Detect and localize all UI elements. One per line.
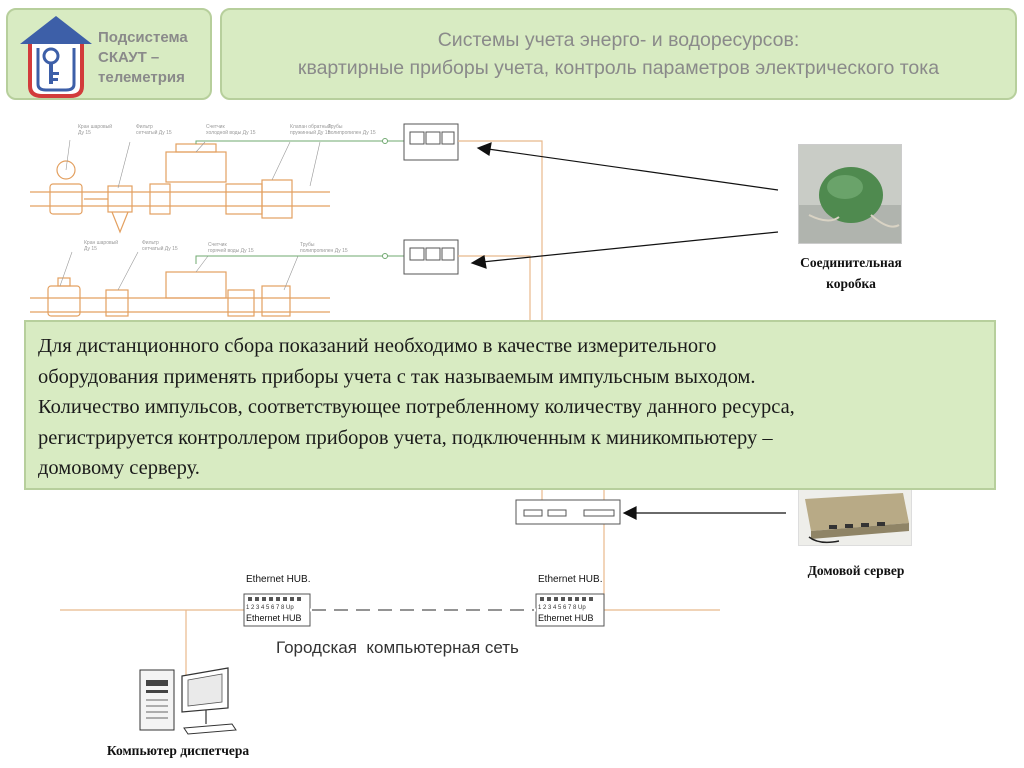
info-line-5: домовому серверу. <box>38 457 200 479</box>
svg-text:Трубы: Трубы <box>300 242 315 248</box>
logo-line-3: телеметрия <box>98 69 185 86</box>
hub-label-right: Ethernet HUB <box>538 613 594 623</box>
info-line-2: оборудования применять приборы учета с т… <box>38 365 756 388</box>
logo-line-1: Подсистема <box>98 29 188 46</box>
ethernet-hub-left <box>243 593 311 627</box>
svg-text:Счетчик: Счетчик <box>206 124 225 130</box>
slide-title: Системы учета энерго- и водоресурсов: кв… <box>220 8 1017 100</box>
leader-lines-1 <box>65 139 321 189</box>
junction-box-2 <box>403 239 459 275</box>
hub-caption-right: Ethernet HUB. <box>538 574 602 585</box>
hub-label-left: Ethernet HUB <box>246 613 302 623</box>
svg-text:сетчатый Ду 15: сетчатый Ду 15 <box>136 129 172 136</box>
svg-text:полипропилен Ду 15: полипропилен Ду 15 <box>328 130 376 136</box>
dispatcher-computer-icon <box>139 667 237 735</box>
hub-caption-left: Ethernet HUB. <box>246 574 310 585</box>
arrows-junction-box <box>470 142 779 269</box>
svg-text:полипропилен Ду 15: полипропилен Ду 15 <box>300 248 348 254</box>
svg-text:холодной воды Ду 15: холодной воды Ду 15 <box>206 129 256 136</box>
house-server-photo <box>798 488 912 546</box>
logo-line-2: СКАУТ – <box>98 49 160 66</box>
svg-text:Трубы: Трубы <box>328 124 343 130</box>
pulse-wires <box>195 138 404 264</box>
title-line-2: квартирные приборы учета, контроль парам… <box>297 57 940 79</box>
dispatcher-computer-caption: Компьютер диспетчера <box>106 743 250 758</box>
info-line-1: Для дистанционного сбора показаний необх… <box>38 335 717 357</box>
logo-text: Подсистема СКАУТ – телеметрия <box>98 28 210 88</box>
svg-text:Кран шаровый: Кран шаровый <box>78 123 112 130</box>
hub-ports-right: 1 2 3 4 5 6 7 8 Up <box>538 605 586 611</box>
junction-box-photo <box>798 144 902 244</box>
svg-text:сетчатый Ду 15: сетчатый Ду 15 <box>142 245 178 252</box>
svg-text:горячей воды Ду 15: горячей воды Ду 15 <box>208 247 254 254</box>
water-meter-assembly-2 <box>30 271 330 317</box>
svg-text:пружинный Ду 15: пружинный Ду 15 <box>290 129 331 136</box>
city-network-label: Городская компьютерная сеть <box>276 638 519 657</box>
title-line-1: Системы учета энерго- и водоресурсов: <box>437 29 800 51</box>
info-line-4: регистрируется контроллером приборов уче… <box>38 426 773 449</box>
house-server-caption: Домовой сервер <box>807 563 905 578</box>
house-key-logo-icon <box>20 16 92 98</box>
svg-text:Кран шаровый: Кран шаровый <box>84 239 118 246</box>
junction-box-1 <box>403 123 459 161</box>
svg-text:Клапан обратный: Клапан обратный <box>290 123 331 130</box>
controller-device <box>515 499 621 525</box>
svg-text:Счетчик: Счетчик <box>208 242 227 248</box>
info-text-box: Для дистанционного сбора показаний необх… <box>24 320 996 490</box>
water-meter-assembly-1 <box>30 143 330 234</box>
logo-panel: Подсистема СКАУТ – телеметрия <box>6 8 212 100</box>
junction-box-caption-line-2: коробка <box>826 276 876 291</box>
info-line-3: Количество импульсов, соответствующее по… <box>38 396 795 418</box>
svg-text:Ду 15: Ду 15 <box>84 246 97 252</box>
arrow-house-server <box>622 506 786 520</box>
svg-text:Фильтр: Фильтр <box>136 124 153 130</box>
svg-text:Фильтр: Фильтр <box>142 240 159 246</box>
hub-ports-left: 1 2 3 4 5 6 7 8 Up <box>246 605 294 611</box>
junction-box-caption: Соединительная коробка <box>778 252 924 294</box>
svg-text:Ду 15: Ду 15 <box>78 130 91 136</box>
leader-lines-2 <box>59 251 299 291</box>
junction-box-caption-line-1: Соединительная <box>800 255 902 270</box>
